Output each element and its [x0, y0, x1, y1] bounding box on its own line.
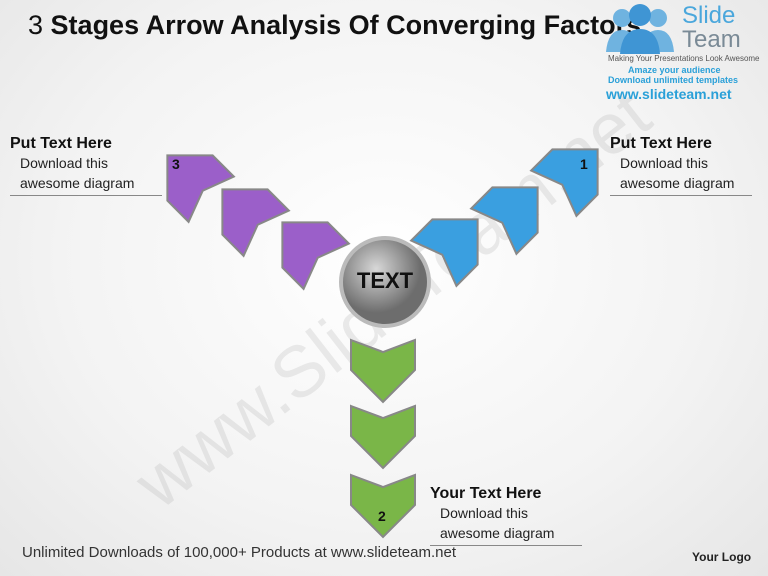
stage-2-arrow [350, 405, 416, 469]
people-icon [606, 4, 674, 54]
stage-2-arrow [350, 474, 416, 538]
stage-1-arrow [530, 125, 622, 217]
stage-2-number: 2 [378, 508, 386, 524]
divider [610, 195, 752, 196]
footer-text: Unlimited Downloads of 100,000+ Products… [22, 544, 456, 561]
stage-3-number: 3 [172, 156, 180, 172]
stage-1-number: 1 [580, 156, 588, 172]
center-circle [339, 236, 431, 328]
center-label: TEXT [356, 268, 414, 293]
your-logo: Your Logo [692, 550, 752, 564]
stage-2-arrow [350, 339, 416, 403]
divider [430, 545, 582, 546]
slide-title: 3 Stages Arrow Analysis Of Converging Fa… [28, 10, 642, 40]
slideteam-logo: Slide Team Making Your Presentations Loo… [600, 2, 768, 102]
divider [10, 195, 162, 196]
